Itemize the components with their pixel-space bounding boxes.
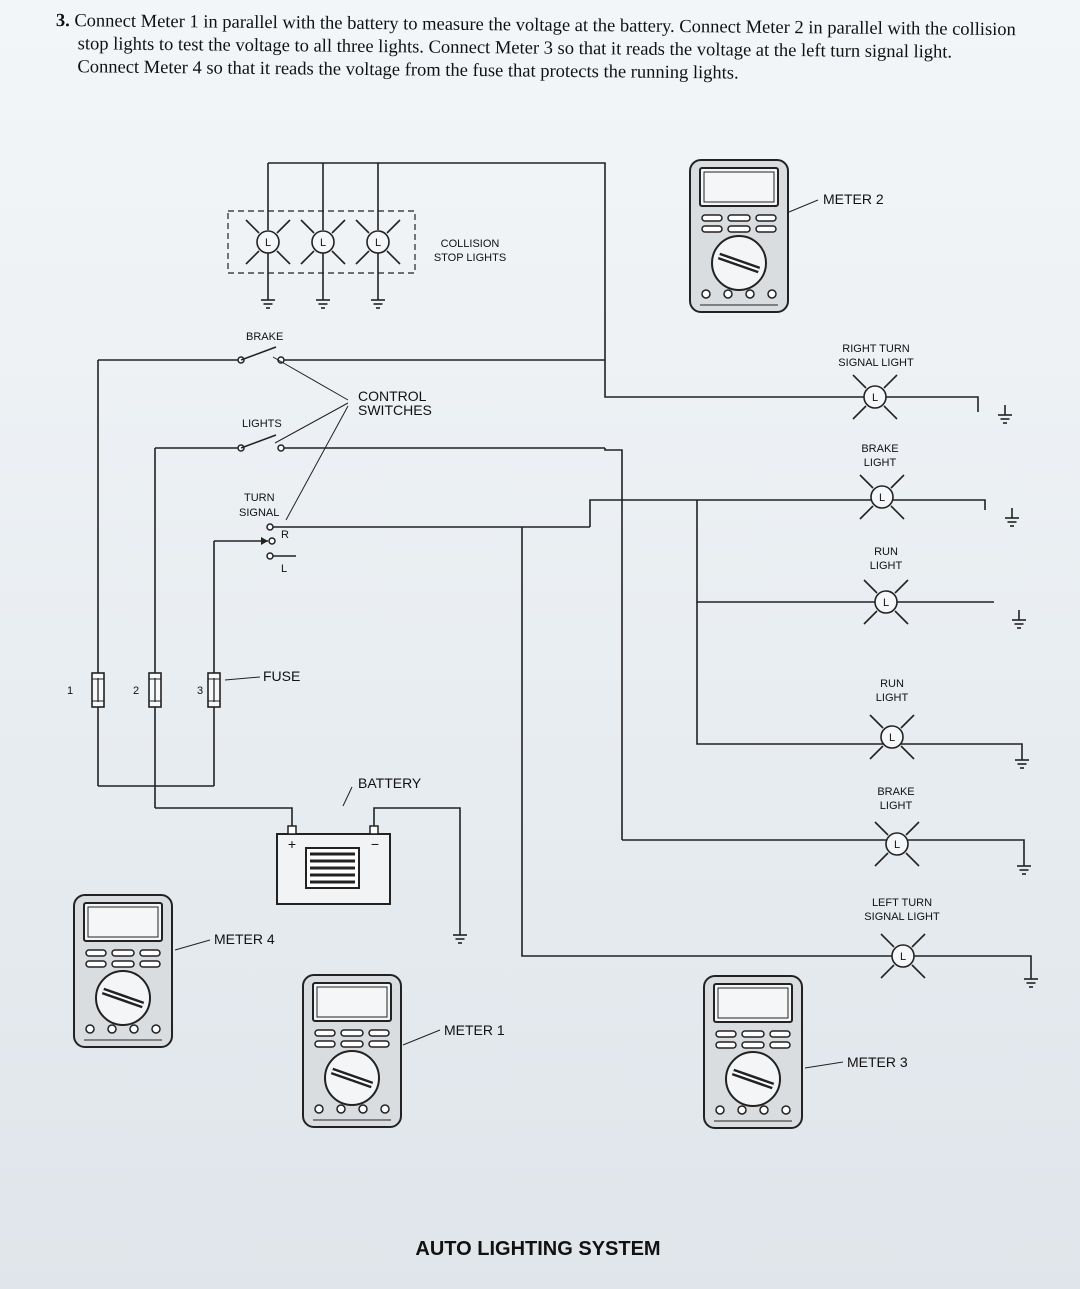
run-light-r-label-1: RUN: [874, 546, 898, 558]
run-light-l-label-1: RUN: [880, 678, 904, 690]
ground-icon: [1004, 507, 1020, 527]
lamp-letter: L: [889, 732, 895, 744]
battery-plus: +: [288, 836, 296, 852]
collision-light-2: L: [300, 219, 346, 265]
turn-switch-r: R: [281, 529, 289, 541]
right-turn-label-1: RIGHT TURN: [842, 343, 909, 355]
ground-icon: [370, 289, 386, 309]
meter-1-label: METER 1: [444, 1022, 505, 1038]
brake-light-l-label-1: BRAKE: [877, 786, 914, 798]
control-switches: BRAKE LIGHTS R L TURN SIGNAL CO: [98, 331, 605, 575]
run-light-l-label-2: LIGHT: [876, 692, 909, 704]
battery: + − BATTERY: [276, 775, 468, 944]
meter-2: METER 2: [690, 160, 884, 312]
fuse-2-icon: [148, 672, 162, 708]
meter-3-label: METER 3: [847, 1054, 908, 1070]
collision-light-3: L: [355, 219, 401, 265]
meter-4: METER 4: [74, 895, 275, 1047]
ground-icon: [315, 289, 331, 309]
ground-icon: [452, 924, 468, 944]
lamp-letter: L: [320, 237, 326, 249]
brake-light-r-label-1: BRAKE: [861, 443, 898, 455]
left-turn-signal-light: L LEFT TURN SIGNAL LIGHT: [864, 897, 1039, 988]
lamp-letter: L: [900, 951, 906, 963]
control-switches-label-2: SWITCHES: [358, 402, 432, 418]
collision-label-line2: STOP LIGHTS: [434, 252, 506, 264]
lamp-letter: L: [265, 237, 271, 249]
collision-label-line1: COLLISION: [441, 238, 500, 250]
brake-light-l-label-2: LIGHT: [880, 800, 913, 812]
fuse-3-icon: [207, 672, 221, 708]
left-turn-label-2: SIGNAL LIGHT: [864, 911, 940, 923]
right-turn-signal-light: L RIGHT TURN SIGNAL LIGHT: [838, 343, 1013, 424]
meter-3: METER 3: [704, 976, 908, 1128]
control-switches-label-1: CONTROL: [358, 388, 427, 404]
turn-signal-label-2: SIGNAL: [239, 507, 279, 519]
fuse-block: 1 2 3 FUSE: [67, 360, 300, 832]
lamp-letter: L: [872, 392, 878, 404]
meter-1: METER 1: [303, 975, 505, 1127]
battery-label: BATTERY: [358, 775, 422, 791]
ground-icon: [1014, 749, 1030, 769]
run-light-r-label-2: LIGHT: [870, 560, 903, 572]
brake-light-left: L BRAKE LIGHT: [874, 786, 1032, 875]
lamp-letter: L: [894, 839, 900, 851]
lamp-letter: L: [883, 597, 889, 609]
lights-switch-label: LIGHTS: [242, 418, 282, 430]
right-turn-label-2: SIGNAL LIGHT: [838, 357, 914, 369]
meter-4-label: METER 4: [214, 931, 275, 947]
battery-minus: −: [371, 836, 379, 852]
multimeter-icon: [690, 160, 788, 312]
lamp-letter: L: [879, 492, 885, 504]
meter-2-label: METER 2: [823, 191, 884, 207]
fuse-label: FUSE: [263, 668, 300, 684]
ground-icon: [1016, 855, 1032, 875]
brake-light-right: L BRAKE LIGHT: [859, 443, 1020, 527]
turn-signal-label-1: TURN: [244, 492, 275, 504]
right-side-harness: [521, 360, 1032, 969]
brake-switch-label: BRAKE: [246, 331, 283, 343]
fuse-number-1: 1: [67, 685, 73, 697]
multimeter-icon: [74, 895, 172, 1047]
fuse-1-icon: [91, 672, 105, 708]
lamp-letter: L: [375, 237, 381, 249]
brake-light-r-label-2: LIGHT: [864, 457, 897, 469]
fuse-number-3: 3: [197, 685, 203, 697]
turn-switch-l: L: [281, 563, 287, 575]
collision-light-1: L: [245, 219, 291, 265]
left-turn-label-1: LEFT TURN: [872, 897, 932, 909]
ground-icon: [260, 289, 276, 309]
ground-icon: [1011, 609, 1027, 629]
diagram-title: AUTO LIGHTING SYSTEM: [415, 1238, 660, 1260]
ground-icon: [997, 404, 1013, 424]
multimeter-icon: [704, 976, 802, 1128]
run-light-left: L RUN LIGHT: [869, 678, 1030, 769]
run-light-right: L RUN LIGHT: [863, 546, 1027, 629]
multimeter-icon: [303, 975, 401, 1127]
collision-stop-lights: L L L COLLISION STOP LIGHTS: [227, 162, 606, 360]
ground-icon: [1023, 968, 1039, 988]
fuse-number-2: 2: [133, 685, 139, 697]
